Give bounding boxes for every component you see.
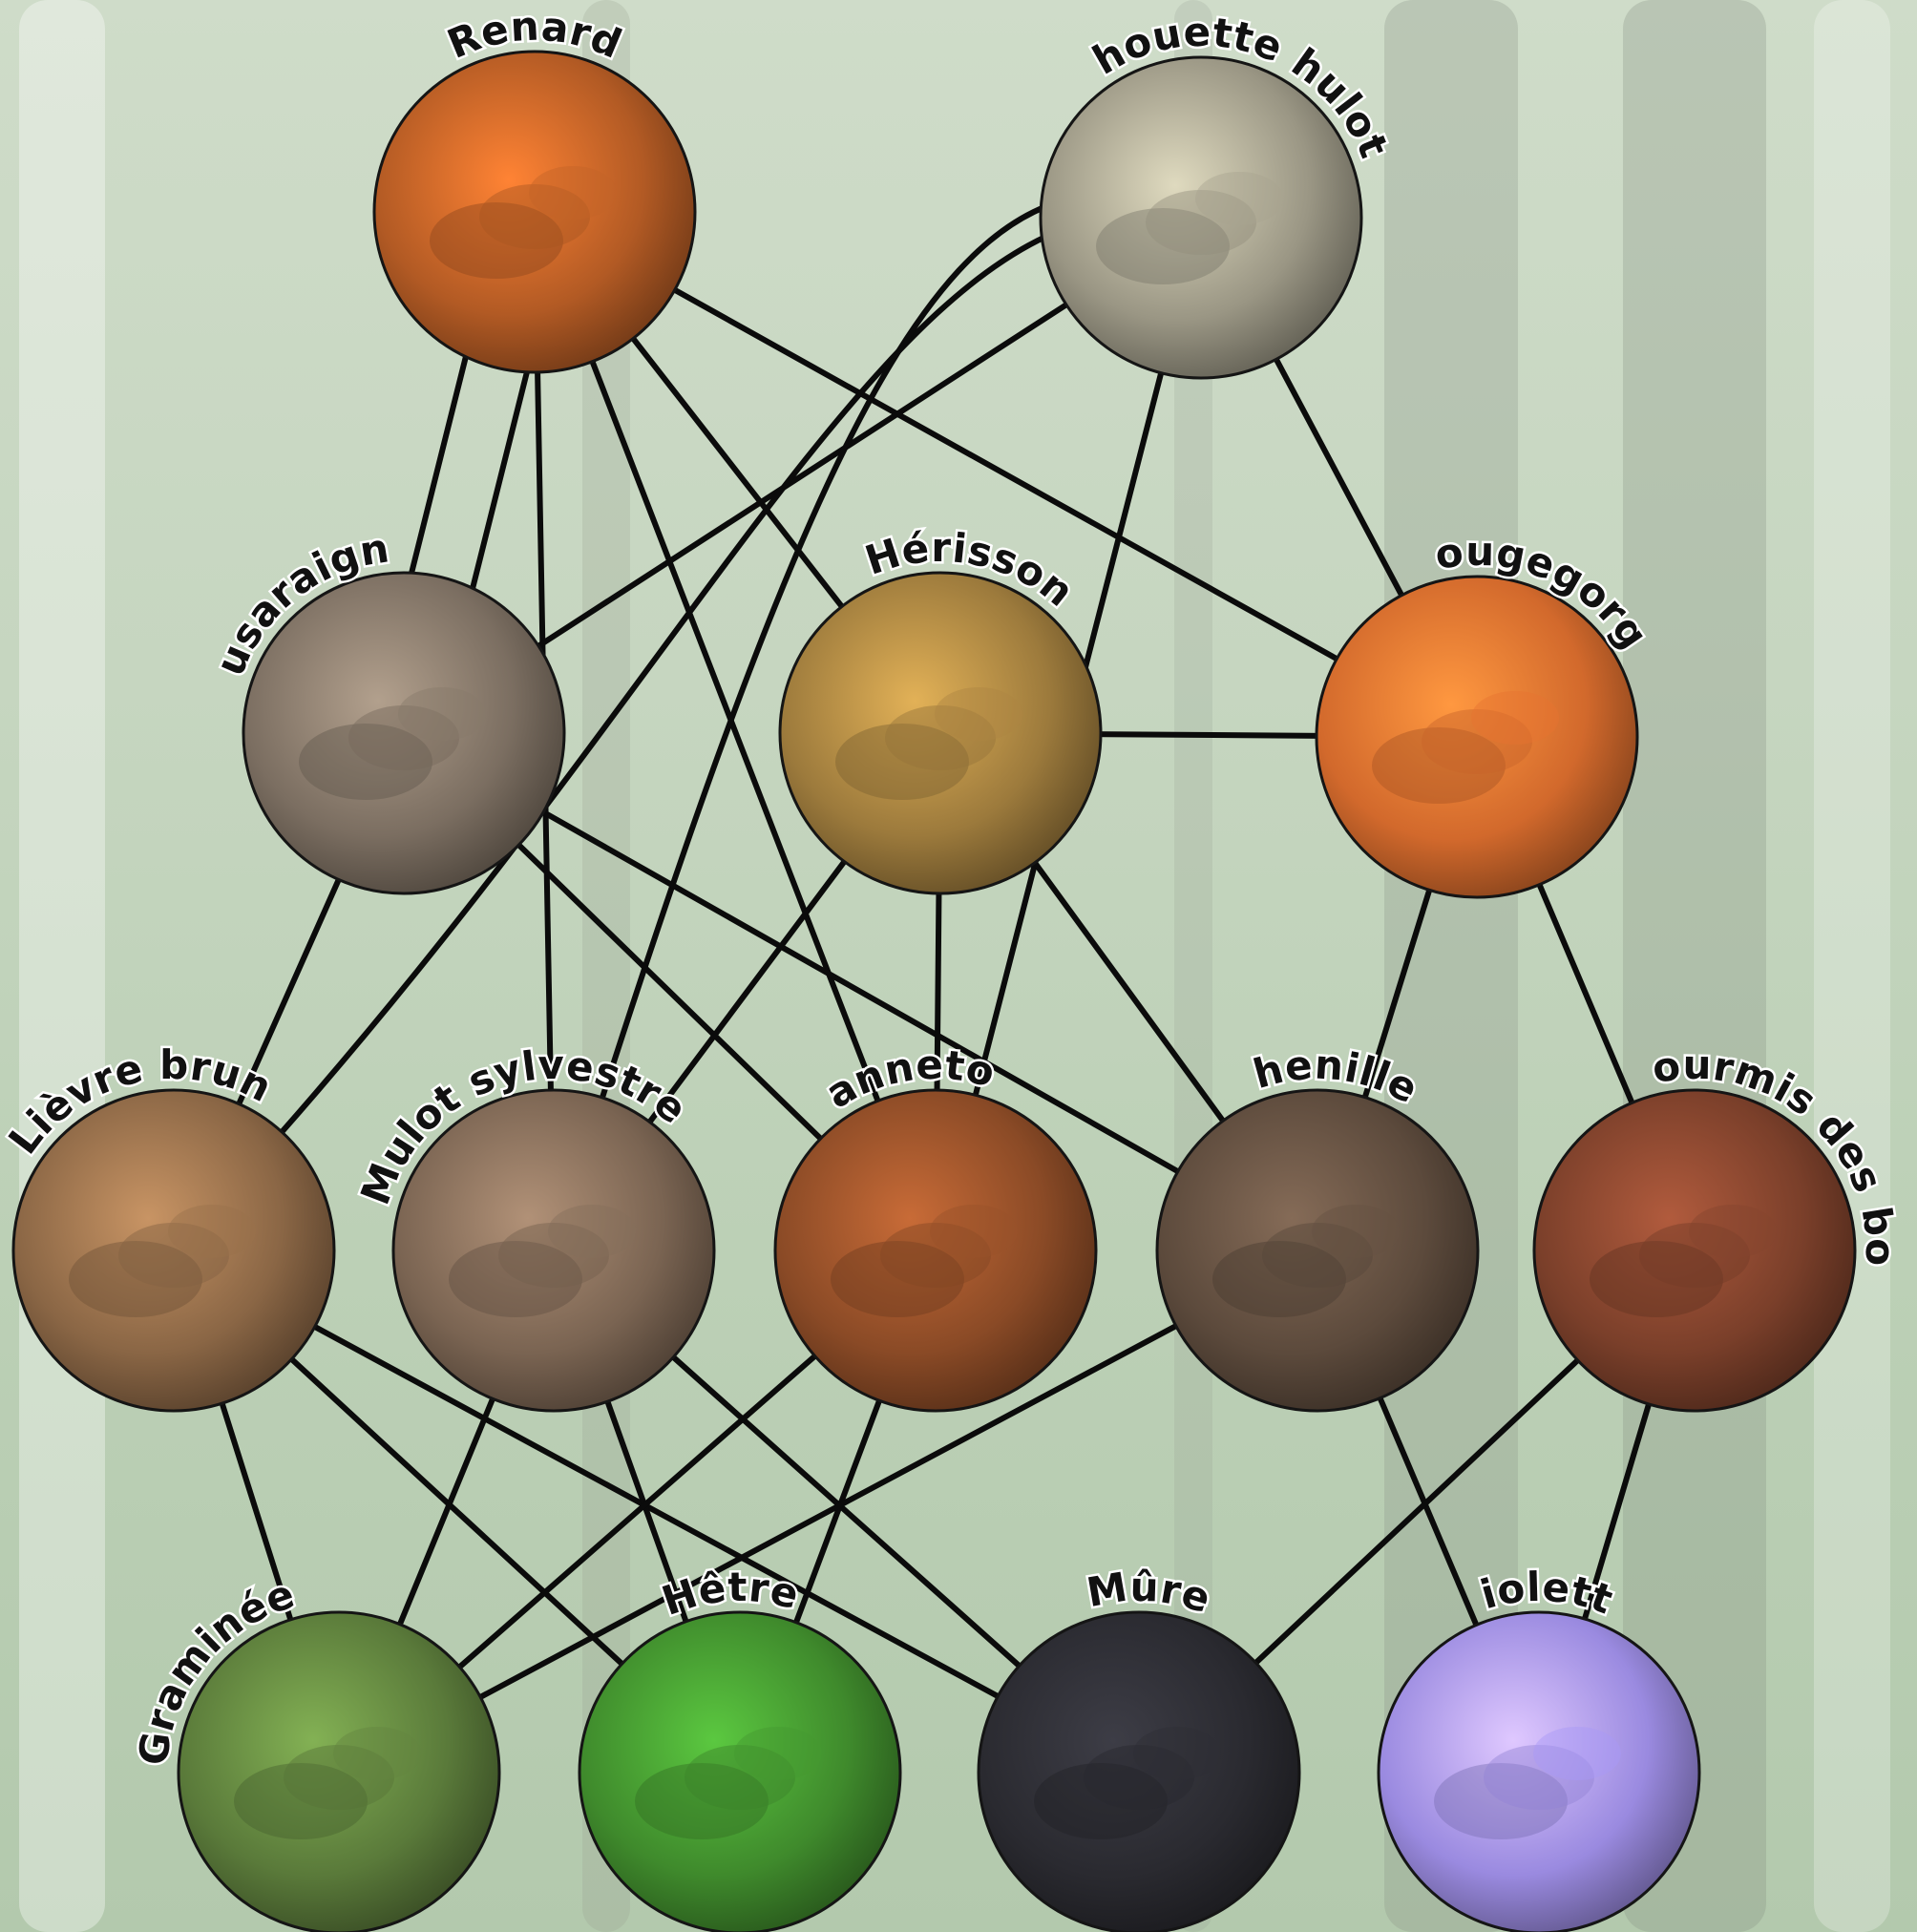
robin-photo-detail [1471, 691, 1559, 745]
link-herisson-rougegorge [1082, 734, 1336, 736]
fox-photo-detail [529, 166, 617, 220]
beech-leaf-photo-detail [734, 1727, 822, 1780]
node-renard: Renard [374, 3, 695, 372]
link-renard-musaraigne [408, 342, 470, 589]
hare-photo-detail [168, 1205, 256, 1258]
edges-layer [174, 195, 1654, 1706]
node-herisson: Hérisson [780, 524, 1101, 893]
node-chouette: Chouette hulotte [0, 0, 1398, 378]
link-fourmis-violette [1579, 1386, 1654, 1637]
node-graminee: Graminée [130, 1570, 499, 1932]
caterpillar-photo-detail [1312, 1205, 1400, 1258]
shrew-photo-detail [398, 687, 486, 741]
grass-photo-detail [333, 1727, 421, 1780]
node-mulot: Mulot sylvestre [351, 1041, 714, 1411]
blackberry-photo-detail [1133, 1727, 1221, 1780]
link-mulot-graminee [392, 1381, 499, 1642]
link-chouette-rougegorge [1267, 343, 1410, 613]
node-label-musaraigne: Musaraigne [0, 0, 392, 682]
woodmouse-photo-detail [548, 1205, 636, 1258]
owl-photo-detail [1195, 172, 1283, 225]
link-renard-musaraigne [469, 357, 531, 604]
node-label-rougegorge: Rougegorge [0, 0, 1657, 658]
link-hanneton-hetre [790, 1383, 886, 1641]
violet-flower-photo-detail [1533, 1727, 1621, 1780]
node-mure: Mûre [979, 1564, 1299, 1932]
cockchafer-photo-detail [930, 1205, 1018, 1258]
link-herisson-chenilles [1023, 848, 1234, 1137]
link-rougegorge-fourmis [1532, 867, 1640, 1120]
ant-photo-detail [1689, 1205, 1777, 1258]
node-lievre: Lièvre brun [0, 1041, 334, 1411]
hedgehog-photo-detail [935, 687, 1022, 741]
link-chenilles-violette [1373, 1380, 1484, 1642]
